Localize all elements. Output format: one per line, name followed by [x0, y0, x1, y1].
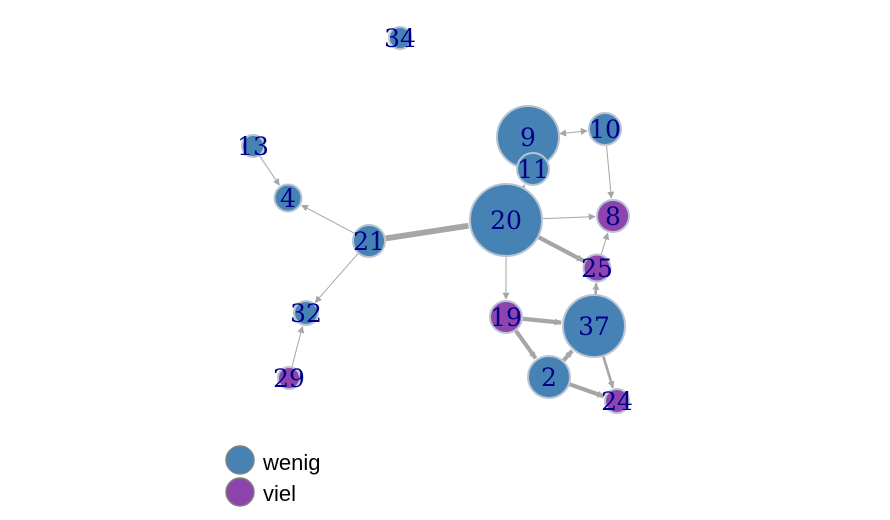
legend-label-wenig: wenig — [262, 450, 320, 475]
edge-19-2 — [514, 329, 538, 360]
node-circle-10 — [588, 112, 622, 146]
edge-21-4 — [301, 204, 355, 234]
edge-9-10 — [559, 128, 588, 137]
node-label-2: 2 — [541, 363, 557, 392]
edge-25-8 — [600, 232, 610, 255]
node-21: 21 — [352, 224, 386, 258]
node-circle-24 — [604, 388, 630, 414]
edge-21-32 — [314, 253, 359, 303]
node-circle-13 — [241, 134, 265, 158]
node-label-21: 21 — [353, 227, 385, 256]
edge-10-8 — [606, 145, 615, 199]
edges-layer — [259, 128, 615, 399]
legend-swatch-wenig — [225, 445, 255, 475]
node-circle-34 — [388, 26, 412, 50]
edge-21-20 — [385, 222, 470, 242]
edge-20-8 — [542, 213, 596, 221]
node-label-37: 37 — [578, 312, 610, 341]
legend-swatch-viel — [225, 477, 255, 507]
edge-19-37 — [522, 316, 562, 326]
node-circle-19 — [489, 300, 523, 334]
edge-29-32 — [291, 325, 305, 367]
node-label-34: 34 — [384, 24, 416, 53]
node-label-19: 19 — [490, 303, 522, 332]
node-25: 25 — [581, 253, 613, 283]
node-label-25: 25 — [581, 254, 613, 283]
node-circle-37 — [562, 294, 626, 358]
edge-13-4 — [259, 155, 280, 186]
node-circle-4 — [273, 183, 303, 213]
legend-item-wenig: wenig — [225, 445, 320, 475]
edge-37-25 — [592, 282, 600, 295]
node-label-24: 24 — [601, 387, 633, 416]
node-13: 13 — [237, 132, 269, 161]
node-2: 2 — [527, 355, 571, 399]
node-circle-11 — [516, 152, 550, 186]
node-34: 34 — [384, 24, 416, 53]
node-label-13: 13 — [237, 132, 269, 161]
node-19: 19 — [489, 300, 523, 334]
node-circle-32 — [293, 300, 319, 326]
edge-20-25 — [537, 235, 585, 263]
node-circle-21 — [352, 224, 386, 258]
node-circle-20 — [469, 183, 543, 257]
node-label-29: 29 — [273, 364, 305, 393]
node-20: 20 — [469, 183, 543, 257]
node-circle-29 — [277, 366, 301, 390]
node-8: 8 — [596, 199, 630, 233]
node-label-20: 20 — [490, 206, 522, 235]
node-32: 32 — [290, 299, 322, 328]
node-label-9: 9 — [520, 123, 536, 152]
node-circle-2 — [527, 355, 571, 399]
edge-2-24 — [569, 382, 605, 399]
node-label-11: 11 — [517, 155, 549, 184]
edge-37-24 — [602, 356, 615, 389]
node-label-10: 10 — [589, 115, 621, 144]
legend-label-viel: viel — [263, 481, 296, 506]
edge-20-11 — [518, 184, 526, 193]
node-label-32: 32 — [290, 299, 322, 328]
legend: wenig viel — [225, 445, 320, 507]
node-29: 29 — [273, 364, 305, 393]
node-circle-25 — [582, 253, 612, 283]
node-label-8: 8 — [605, 202, 621, 231]
nodes-layer: 34 13 9 10 11 4 20 8 21 25 32 19 37 29 2 24 — [237, 24, 633, 416]
node-37: 37 — [562, 294, 626, 358]
node-label-4: 4 — [280, 184, 296, 213]
node-10: 10 — [588, 112, 622, 146]
node-24: 24 — [601, 387, 633, 416]
node-11: 11 — [516, 152, 550, 186]
node-4: 4 — [273, 183, 303, 213]
node-9: 9 — [496, 105, 560, 169]
edge-2-37 — [561, 349, 574, 362]
node-circle-8 — [596, 199, 630, 233]
legend-item-viel: viel — [225, 477, 296, 507]
